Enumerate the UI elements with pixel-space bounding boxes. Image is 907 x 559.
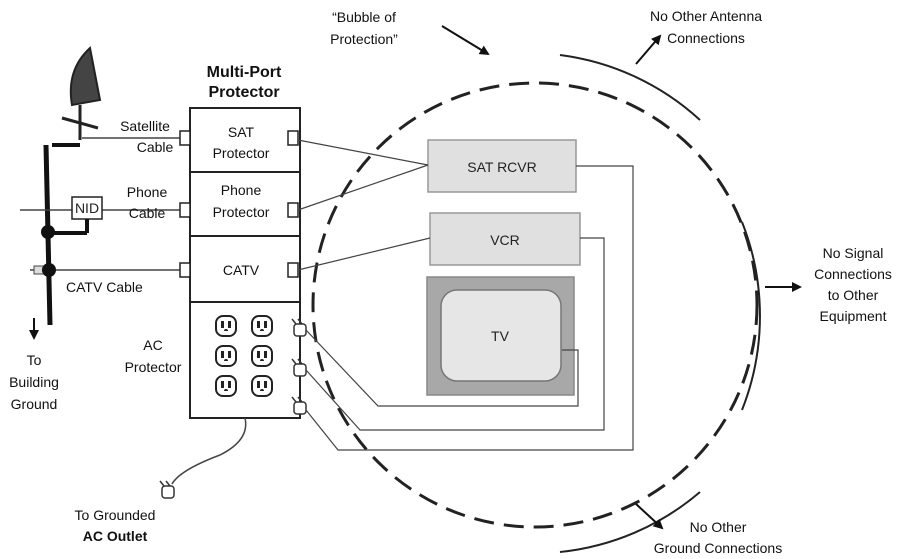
- to-ground-label-1: To: [27, 352, 42, 368]
- satellite-cable-label-2: Cable: [137, 139, 174, 155]
- tv-label: TV: [491, 328, 510, 344]
- multi-port-protector: [179, 107, 301, 419]
- phone-cable-label-2: Cable: [129, 205, 166, 221]
- vcr-power-line: [305, 237, 605, 431]
- sat-protector-label-2: Protector: [213, 145, 270, 161]
- no-ground-label-2: Ground Connections: [654, 540, 782, 556]
- satellite-dish-icon: [61, 46, 102, 140]
- no-ground-arrow: [635, 503, 664, 530]
- no-ground-label-1: No Other: [690, 519, 747, 535]
- vcr-label: VCR: [490, 232, 520, 248]
- sat-rcvr-label: SAT RCVR: [467, 159, 537, 175]
- no-signal-label-2: Connections: [814, 266, 892, 282]
- bubble-arrow: [441, 25, 490, 56]
- vcr-signal-line: [297, 237, 431, 271]
- ac-outlet-label-2: AC Outlet: [83, 528, 148, 544]
- bubble-label-1: “Bubble of: [332, 9, 396, 25]
- sat-signal-line-2: [297, 164, 429, 211]
- ground-boundary-arc: [559, 491, 701, 553]
- no-antenna-label-1: No Other Antenna: [650, 8, 762, 24]
- signal-boundary-arc: [741, 221, 761, 411]
- sat-signal-line-1: [297, 139, 429, 166]
- ac-power-cord: [171, 417, 247, 485]
- phone-protector-label-1: Phone: [221, 182, 262, 198]
- nid-label: NID: [75, 200, 99, 216]
- ac-outlet-label-1: To Grounded: [75, 507, 156, 523]
- ac-protector-label-2: Protector: [125, 359, 182, 375]
- tv-screen: [440, 289, 562, 382]
- sat-rcvr-box: [427, 139, 577, 193]
- no-signal-label-4: Equipment: [820, 308, 887, 324]
- to-ground-label-2: Building: [9, 374, 59, 390]
- no-antenna-arrow: [635, 34, 662, 65]
- bubble-label-2: Protection”: [330, 31, 398, 47]
- tv-power-line: [305, 329, 579, 407]
- protection-bubble: [311, 81, 759, 529]
- phone-cable-label-1: Phone: [127, 184, 168, 200]
- phone-protector-label-2: Protector: [213, 204, 270, 220]
- sat-protector-label-1: SAT: [228, 124, 255, 140]
- catv-protector-label: CATV: [223, 262, 260, 278]
- to-ground-label-3: Ground: [11, 396, 58, 412]
- protector-title-2: Protector: [208, 84, 279, 101]
- ac-protector-label-1: AC: [143, 337, 162, 353]
- catv-cable-label: CATV Cable: [66, 279, 143, 295]
- no-signal-label-3: to Other: [828, 287, 879, 303]
- no-antenna-label-2: Connections: [667, 30, 745, 46]
- satellite-cable-label-1: Satellite: [120, 118, 170, 134]
- vcr-box: [429, 212, 581, 266]
- protector-title-1: Multi-Port: [207, 64, 282, 81]
- sat-power-line: [305, 165, 634, 451]
- ground-junction-2: [42, 263, 56, 277]
- no-signal-label-1: No Signal: [823, 245, 884, 261]
- ground-junction-1: [41, 225, 55, 239]
- antenna-boundary-arc: [559, 54, 701, 121]
